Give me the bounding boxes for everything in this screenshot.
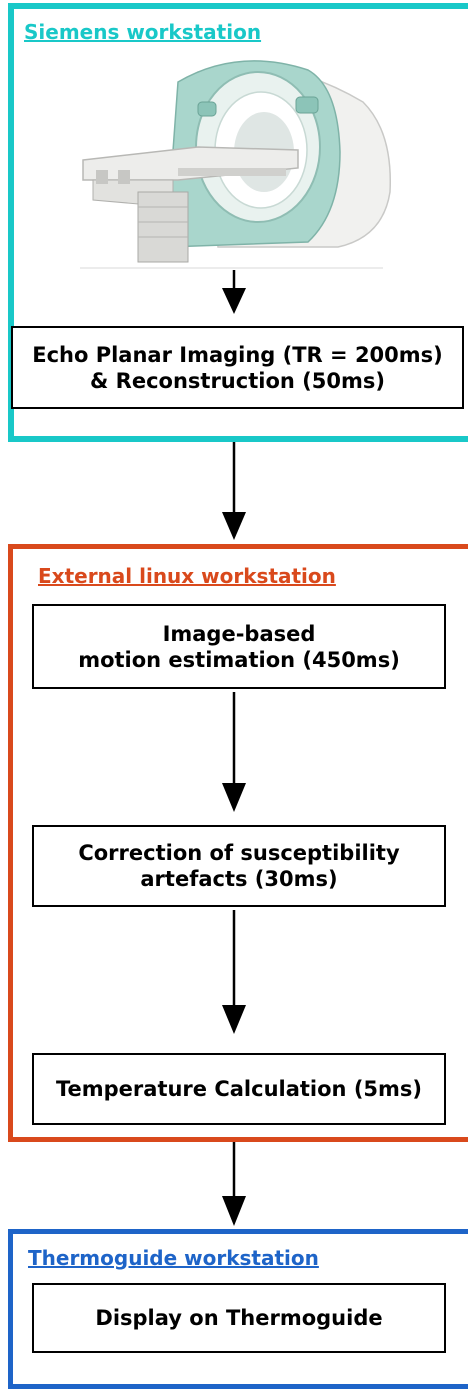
step-display-thermoguide: Display on Thermoguide [32, 1283, 446, 1353]
thermoguide-workstation-title: Thermoguide workstation [28, 1246, 319, 1270]
step-susceptibility-correction: Correction of susceptibility artefacts (… [32, 825, 446, 907]
step-motion-estimation: Image-based motion estimation (450ms) [32, 604, 446, 689]
step-echo-planar-imaging: Echo Planar Imaging (TR = 200ms) & Recon… [11, 326, 464, 409]
step-display-thermoguide-label: Display on Thermoguide [95, 1306, 383, 1330]
step-susceptibility-correction-label: Correction of susceptibility artefacts (… [78, 841, 400, 891]
siemens-workstation-title: Siemens workstation [24, 20, 262, 44]
external-linux-workstation-title: External linux workstation [38, 564, 336, 588]
arrow-epi-to-motion [222, 442, 246, 540]
arrow-correction-to-temperature [222, 910, 246, 1034]
step-echo-planar-imaging-label: Echo Planar Imaging (TR = 200ms) & Recon… [32, 342, 443, 393]
siemens-workstation-group [8, 3, 468, 442]
step-motion-estimation-label: Image-based motion estimation (450ms) [78, 621, 400, 672]
mri-scanner-icon [80, 60, 392, 269]
arrow-scanner-to-epi [222, 270, 246, 314]
external-linux-workstation-group [8, 544, 468, 1142]
arrow-temperature-to-display [222, 1142, 246, 1226]
arrow-motion-to-correction [222, 692, 246, 812]
step-temperature-calculation: Temperature Calculation (5ms) [32, 1053, 446, 1125]
step-temperature-calculation-label: Temperature Calculation (5ms) [55, 1077, 423, 1101]
